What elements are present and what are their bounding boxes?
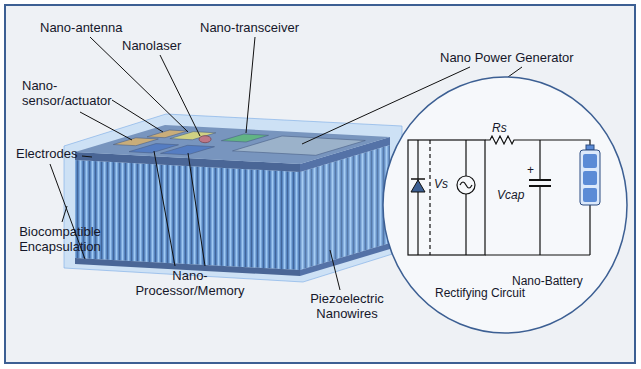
circuit-ellipse xyxy=(383,77,627,333)
part-label: Nano-antenna xyxy=(40,20,122,35)
part-label: Nano-sensor/actuator xyxy=(22,78,127,108)
circuit-label: Rectifying Circuit xyxy=(425,286,535,300)
part-label: Electrodes xyxy=(16,146,77,161)
diode-symbol xyxy=(411,140,425,255)
resistor-label: Rs xyxy=(492,121,507,135)
part-label: Nano-Processor/Memory xyxy=(130,268,250,298)
circuit-label: Nano-Battery xyxy=(512,274,583,288)
battery-symbol xyxy=(580,145,600,205)
part-label: Piezoelectric Nanowires xyxy=(292,291,402,321)
part-label: Nano Power Generator xyxy=(440,50,574,65)
encapsulation xyxy=(64,114,402,282)
polarity-sign: + xyxy=(527,163,534,177)
source-label: Vs xyxy=(434,177,448,191)
frame xyxy=(5,5,635,363)
circuit-wires xyxy=(408,136,590,255)
part-label: Biocompatible Encapsulation xyxy=(10,224,110,254)
capacitor-label: Vcap xyxy=(497,188,524,202)
part-label: Nanolaser xyxy=(122,38,181,53)
part-label: Nano-transceiver xyxy=(200,20,299,35)
